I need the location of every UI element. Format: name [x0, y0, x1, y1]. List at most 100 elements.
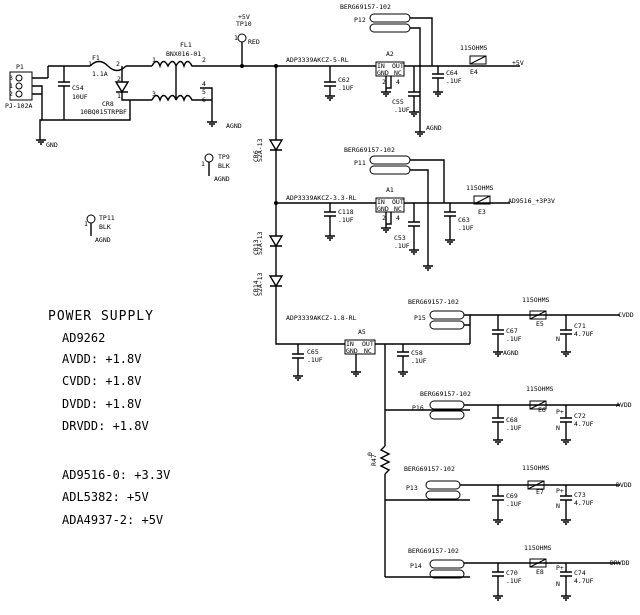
c74-ref: C74	[574, 569, 586, 577]
a1-part: ADP3339AKCZ-3.3-RL	[286, 194, 357, 202]
c67-symbol	[492, 315, 504, 352]
p12-ref: P12	[354, 16, 366, 24]
cr13-ref: CR13	[252, 239, 260, 255]
c58-agnd	[398, 371, 408, 377]
tp9-icon	[204, 153, 214, 163]
agnd-symbol-fl1	[207, 121, 217, 127]
tp10-ref: TP10	[236, 20, 252, 28]
c65-ref: C65	[307, 348, 319, 356]
c69-agnd	[493, 519, 503, 525]
net-ad9516: AD9516_+3P3V	[508, 197, 555, 205]
branch-avdd: BERG69157-102 P16 C68 .1UF 115OHMS E6 P+…	[385, 385, 632, 445]
net-avdd: AVDD	[616, 401, 632, 409]
c71-value: 4.7UF	[574, 330, 594, 338]
c69-symbol	[492, 485, 504, 520]
r47-resistor	[379, 445, 391, 475]
e8-ferrite	[529, 558, 547, 568]
note-line-8: ADA4937-2: +5V	[62, 513, 163, 527]
net-drvdd: DRVDD	[610, 559, 630, 567]
c63-agnd	[445, 239, 455, 245]
c53-symbol	[408, 203, 420, 250]
p1-pin-1	[15, 82, 23, 90]
input-section: P1 3 1 2 PJ-102A GND C54 10UF F1 1 2 1.1…	[5, 41, 276, 149]
a5-pin-out: OUT	[362, 340, 374, 348]
cr8-pin-2: 2	[117, 75, 121, 83]
e5-value: 115OHMS	[522, 296, 549, 304]
p15-ref: P15	[414, 314, 426, 322]
p1-ref: P1	[16, 63, 24, 71]
p12-part: BERG69157-102	[340, 3, 391, 11]
p15-wire	[464, 314, 471, 344]
c53-ref: C53	[394, 234, 406, 242]
r47-ref: R47	[370, 454, 378, 466]
e6-slash	[529, 400, 547, 410]
p1-pin-3	[15, 74, 23, 82]
e7-ref: E7	[536, 488, 544, 496]
regulator-a2-block: ADP3339AKCZ-5-RL C62 .1UF A2 IN OUT GND …	[276, 3, 524, 137]
fl1-coil-top-b	[175, 60, 200, 69]
p1-pin-2	[15, 90, 23, 98]
c64-symbol	[432, 66, 444, 92]
notes-title: POWER SUPPLY	[48, 309, 154, 324]
c68-ref: C68	[506, 416, 518, 424]
p1-pin-1-label: 1	[9, 82, 13, 90]
p12-header-top	[369, 13, 411, 23]
a5-pin-gnd: GND	[346, 347, 358, 355]
f1-pin-1: 1	[88, 60, 92, 68]
a1-pin-out: OUT	[392, 198, 404, 206]
c74-n: N	[556, 580, 560, 588]
a1-pin-gnd: GND	[377, 205, 389, 213]
c68-value: .1UF	[506, 424, 522, 432]
c73-ref: C73	[574, 491, 586, 499]
c70-symbol	[492, 563, 504, 596]
p11-header-bottom	[369, 165, 411, 175]
e8-slash	[529, 558, 547, 568]
c72-value: 4.7UF	[574, 420, 594, 428]
a5-part: ADP3339AKCZ-1.8-RL	[286, 314, 357, 322]
e8-ref: E8	[536, 568, 544, 576]
p13-header-top	[425, 480, 461, 490]
c68-agnd	[493, 439, 503, 445]
cr8-wire	[121, 92, 130, 101]
e4-slash	[469, 55, 487, 65]
note-line-2: AVDD: +1.8V	[62, 352, 141, 366]
c67-agnd-label: AGND	[503, 349, 519, 357]
regulator-a1-block: ADP3339AKCZ-3.3-RL C118 .1UF A1 IN OUT G…	[276, 146, 555, 271]
p12-wire	[410, 17, 433, 66]
p1-part: PJ-102A	[5, 102, 32, 110]
cr13-part: S2A-13	[256, 231, 264, 255]
a5-pin-in: IN	[346, 340, 354, 348]
e5-slash	[529, 310, 547, 320]
cr14-ref: CR14	[252, 280, 260, 296]
tp10-voltage: +5V	[238, 13, 250, 21]
p1-pin-3-label: 3	[9, 74, 13, 82]
p14-ref: P14	[410, 562, 422, 570]
a2-pin-out: OUT	[392, 62, 404, 70]
c55-agnd	[409, 111, 419, 117]
c73-p: P+	[556, 487, 564, 495]
c72-ref: C72	[574, 412, 586, 420]
a1-pin-in: IN	[377, 198, 385, 206]
p11-wire	[410, 159, 445, 203]
testpoints: +5V TP10 RED 1 TP9 BLK 1 AGND TP11 BLK 1…	[84, 13, 260, 244]
cr8-ref: CR8	[102, 100, 114, 108]
c58-symbol	[397, 344, 409, 372]
a5-pin-nc: NC	[364, 347, 372, 355]
a1-pin-2: 2	[382, 214, 386, 222]
a5-chip	[344, 339, 376, 355]
a5-ref: A5	[358, 328, 366, 336]
c62-ref: C62	[338, 76, 350, 84]
a1-chip	[375, 197, 405, 213]
p11-agnd	[423, 265, 433, 271]
branch-dvdd: BERG69157-102 P13 C69 .1UF 115OHMS E7 P+…	[385, 464, 632, 525]
a1-pin-nc: NC	[394, 205, 402, 213]
e3-ferrite	[473, 195, 491, 205]
a1-gnd	[381, 212, 392, 233]
c58-value: .1UF	[411, 357, 427, 365]
c53-agnd	[409, 249, 419, 255]
e4-value: 115OHMS	[460, 44, 487, 52]
c65-value: .1UF	[307, 356, 323, 364]
c55-ref: C55	[392, 98, 404, 106]
p15-part: BERG69157-102	[408, 298, 459, 306]
p15-header-bottom	[429, 320, 465, 330]
